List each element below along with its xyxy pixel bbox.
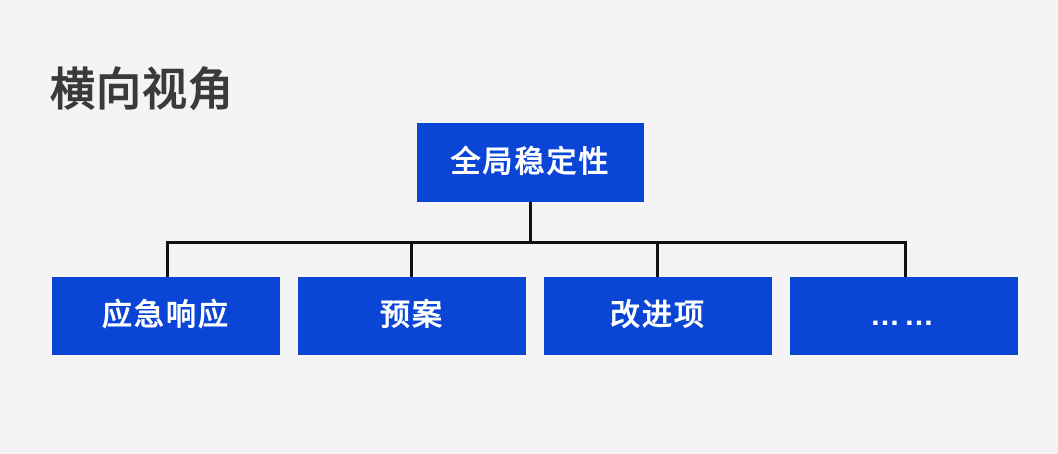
diagram-node-more[interactable]: …… (790, 277, 1018, 355)
diagram-node-emergency-response[interactable]: 应急响应 (52, 277, 280, 355)
connector-drop-4 (904, 241, 907, 277)
connector-drop-3 (656, 241, 659, 277)
diagram-node-improvement-item[interactable]: 改进项 (544, 277, 772, 355)
diagram-node-label: 预案 (380, 299, 444, 332)
connector-drop-1 (166, 241, 169, 277)
diagram-node-label: 改进项 (610, 299, 706, 332)
connector-root-stem (529, 202, 532, 244)
diagram-node-root-label: 全局稳定性 (450, 145, 611, 179)
diagram-node-label: 应急响应 (102, 299, 230, 332)
diagram-node-root[interactable]: 全局稳定性 (417, 123, 644, 202)
connector-horizontal-bus (166, 241, 907, 244)
diagram-node-label: …… (870, 299, 938, 332)
connector-drop-2 (410, 241, 413, 277)
page-title: 横向视角 (50, 64, 235, 115)
diagram-node-contingency-plan[interactable]: 预案 (298, 277, 526, 355)
